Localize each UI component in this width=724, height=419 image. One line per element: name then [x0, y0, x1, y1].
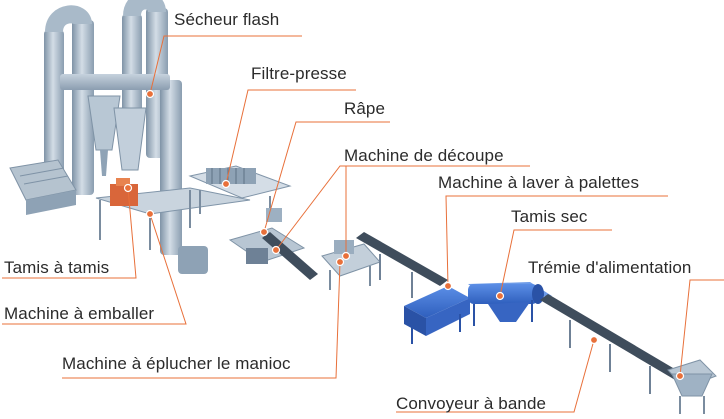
label-tremie: Trémie d'alimentation — [528, 258, 692, 277]
label-machine-laver: Machine à laver à palettes — [438, 173, 640, 192]
label-machine-eplucher: Machine à éplucher le manioc — [62, 354, 291, 373]
middle-conveyor — [356, 232, 448, 298]
rasper-and-cutter — [228, 227, 381, 290]
label-tamis-a-tamis: Tamis à tamis — [4, 258, 110, 277]
sieve-machine — [9, 159, 77, 215]
front-conveyor — [540, 294, 690, 394]
label-filtre-presse: Filtre-presse — [251, 64, 347, 83]
feeding-hopper — [667, 359, 717, 414]
label-tamis-sec: Tamis sec — [511, 207, 588, 226]
label-machine-emballer: Machine à emballer — [4, 304, 155, 323]
dry-sieve — [468, 282, 552, 326]
label-machine-decoupe: Machine de découpe — [344, 146, 504, 165]
flash-dryer — [44, 0, 251, 274]
paddle-washer — [404, 286, 470, 344]
label-convoyeur: Convoyeur à bande — [396, 394, 547, 413]
label-secheur-flash: Sécheur flash — [174, 10, 280, 29]
leader-dots — [123, 89, 685, 381]
leader-lines — [2, 35, 724, 413]
label-rape: Râpe — [344, 99, 386, 118]
